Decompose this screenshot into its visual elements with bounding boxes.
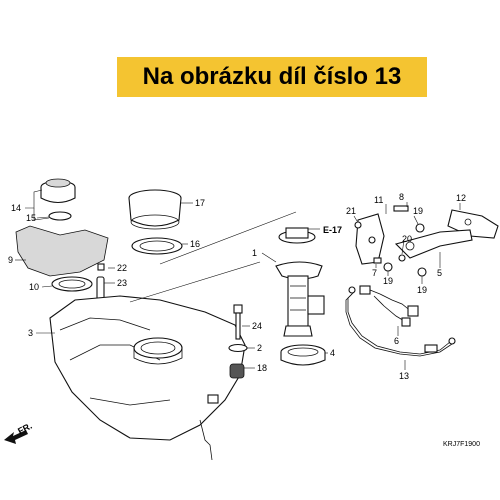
- front-marker: FR.: [4, 421, 34, 444]
- label-10: 10: [29, 282, 39, 292]
- part-labels: 14 15 9 10 3 22 23 17 16 1 E-17 24 2 18 …: [8, 192, 466, 381]
- washer-2: [228, 343, 248, 353]
- part-number-banner: Na obrázku díl číslo 13: [117, 57, 427, 97]
- cable-13: [345, 286, 456, 357]
- label-22: 22: [117, 263, 127, 273]
- banner-text: Na obrázku díl číslo 13: [142, 63, 402, 90]
- bolts-19: [383, 223, 427, 277]
- filler-gasket: [131, 237, 183, 255]
- label-4: 4: [330, 348, 335, 358]
- filler-neck: [128, 189, 182, 230]
- label-19-mid: 19: [383, 276, 393, 286]
- label-15: 15: [26, 213, 36, 223]
- fuel-cap: [40, 178, 76, 204]
- label-3: 3: [28, 328, 33, 338]
- label-12: 12: [456, 193, 466, 203]
- front-arrow-icon: [4, 430, 28, 444]
- label-8: 8: [399, 192, 404, 202]
- label-11: 11: [374, 195, 383, 205]
- fuel-pump: [275, 227, 325, 337]
- bracket-assembly: [354, 205, 409, 265]
- label-2: 2: [257, 343, 262, 353]
- label-16: 16: [190, 239, 200, 249]
- label-24: 24: [252, 321, 262, 331]
- filler-ring: [51, 276, 93, 292]
- label-13: 13: [399, 371, 409, 381]
- arm-5: [394, 229, 473, 259]
- nut-20: [398, 254, 406, 262]
- label-6: 6: [394, 336, 399, 346]
- cap-seal: [48, 211, 72, 221]
- label-5: 5: [437, 268, 442, 278]
- label-7: 7: [372, 268, 377, 278]
- wiring-harness: [359, 285, 419, 327]
- label-e17: E-17: [323, 225, 342, 235]
- label-23: 23: [117, 278, 127, 288]
- label-19-low: 19: [417, 285, 427, 295]
- leader-lines: [15, 189, 461, 370]
- fuel-tank: [49, 295, 246, 461]
- pump-ring: [280, 344, 326, 366]
- label-21: 21: [346, 206, 356, 216]
- label-20: 20: [402, 234, 412, 244]
- label-14: 14: [11, 203, 21, 213]
- screw-22: [97, 263, 105, 271]
- diagram-code: KRJ7F1900: [443, 441, 480, 448]
- clip-7: [373, 257, 382, 264]
- label-9: 9: [8, 255, 13, 265]
- front-marker-text: FR.: [16, 421, 33, 437]
- rubber-mount: [229, 363, 245, 379]
- label-17: 17: [195, 198, 205, 208]
- bolt-24: [233, 304, 243, 340]
- label-19-top: 19: [413, 206, 423, 216]
- label-1: 1: [252, 248, 257, 258]
- label-18: 18: [257, 363, 267, 373]
- tank-cover: [15, 225, 109, 277]
